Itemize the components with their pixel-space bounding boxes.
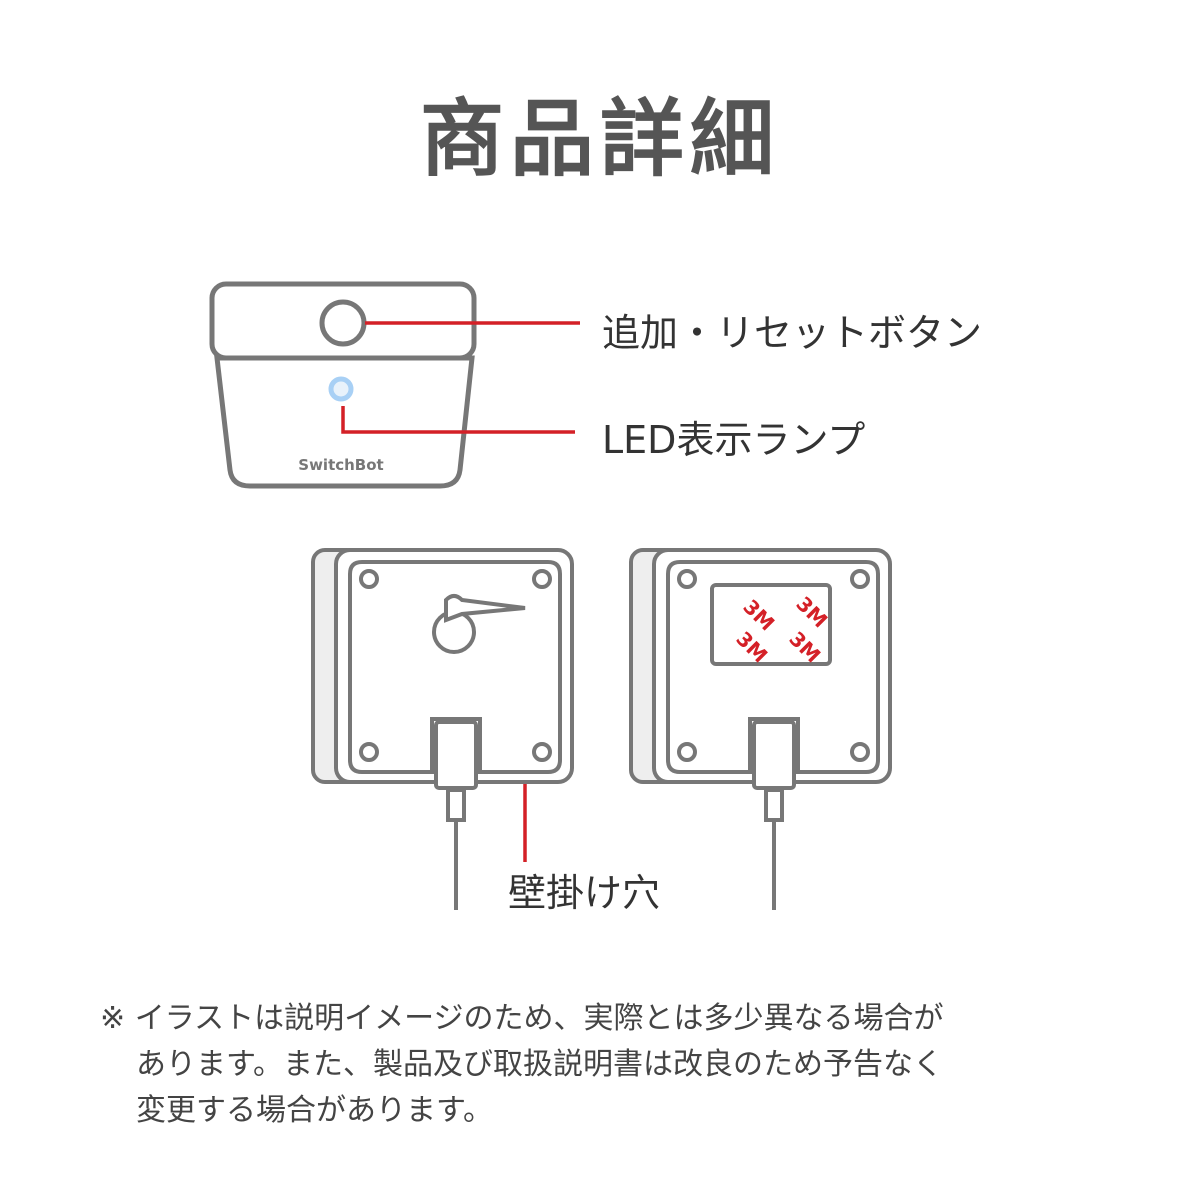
adhesive-pad: [710, 583, 832, 666]
note-line: あります。また、製品及び取扱説明書は改良のため予告なく: [136, 1047, 943, 1082]
disclaimer-note: ※ イラストは説明イメージのため、実際とは多少異なる場合が あります。また、製品…: [100, 996, 944, 1134]
label-led-lamp: LED表示ランプ: [602, 418, 866, 462]
label-reset-button: 追加・リセットボタン: [602, 311, 983, 355]
reset-button-icon: [319, 299, 367, 347]
note-line: イラストは説明イメージのため、実際とは多少異なる場合が: [134, 1001, 944, 1036]
device-back-left: [311, 548, 574, 910]
page-title: 商品詳細: [419, 90, 780, 188]
led-lamp-icon: [328, 376, 354, 402]
note-line: 変更する場合があります。: [136, 1093, 493, 1128]
label-wall-hole: 壁掛け穴: [508, 871, 661, 915]
note-mark: ※: [100, 1001, 126, 1036]
device-back-right: [629, 548, 892, 910]
brand-logo: SwitchBot: [298, 456, 383, 474]
